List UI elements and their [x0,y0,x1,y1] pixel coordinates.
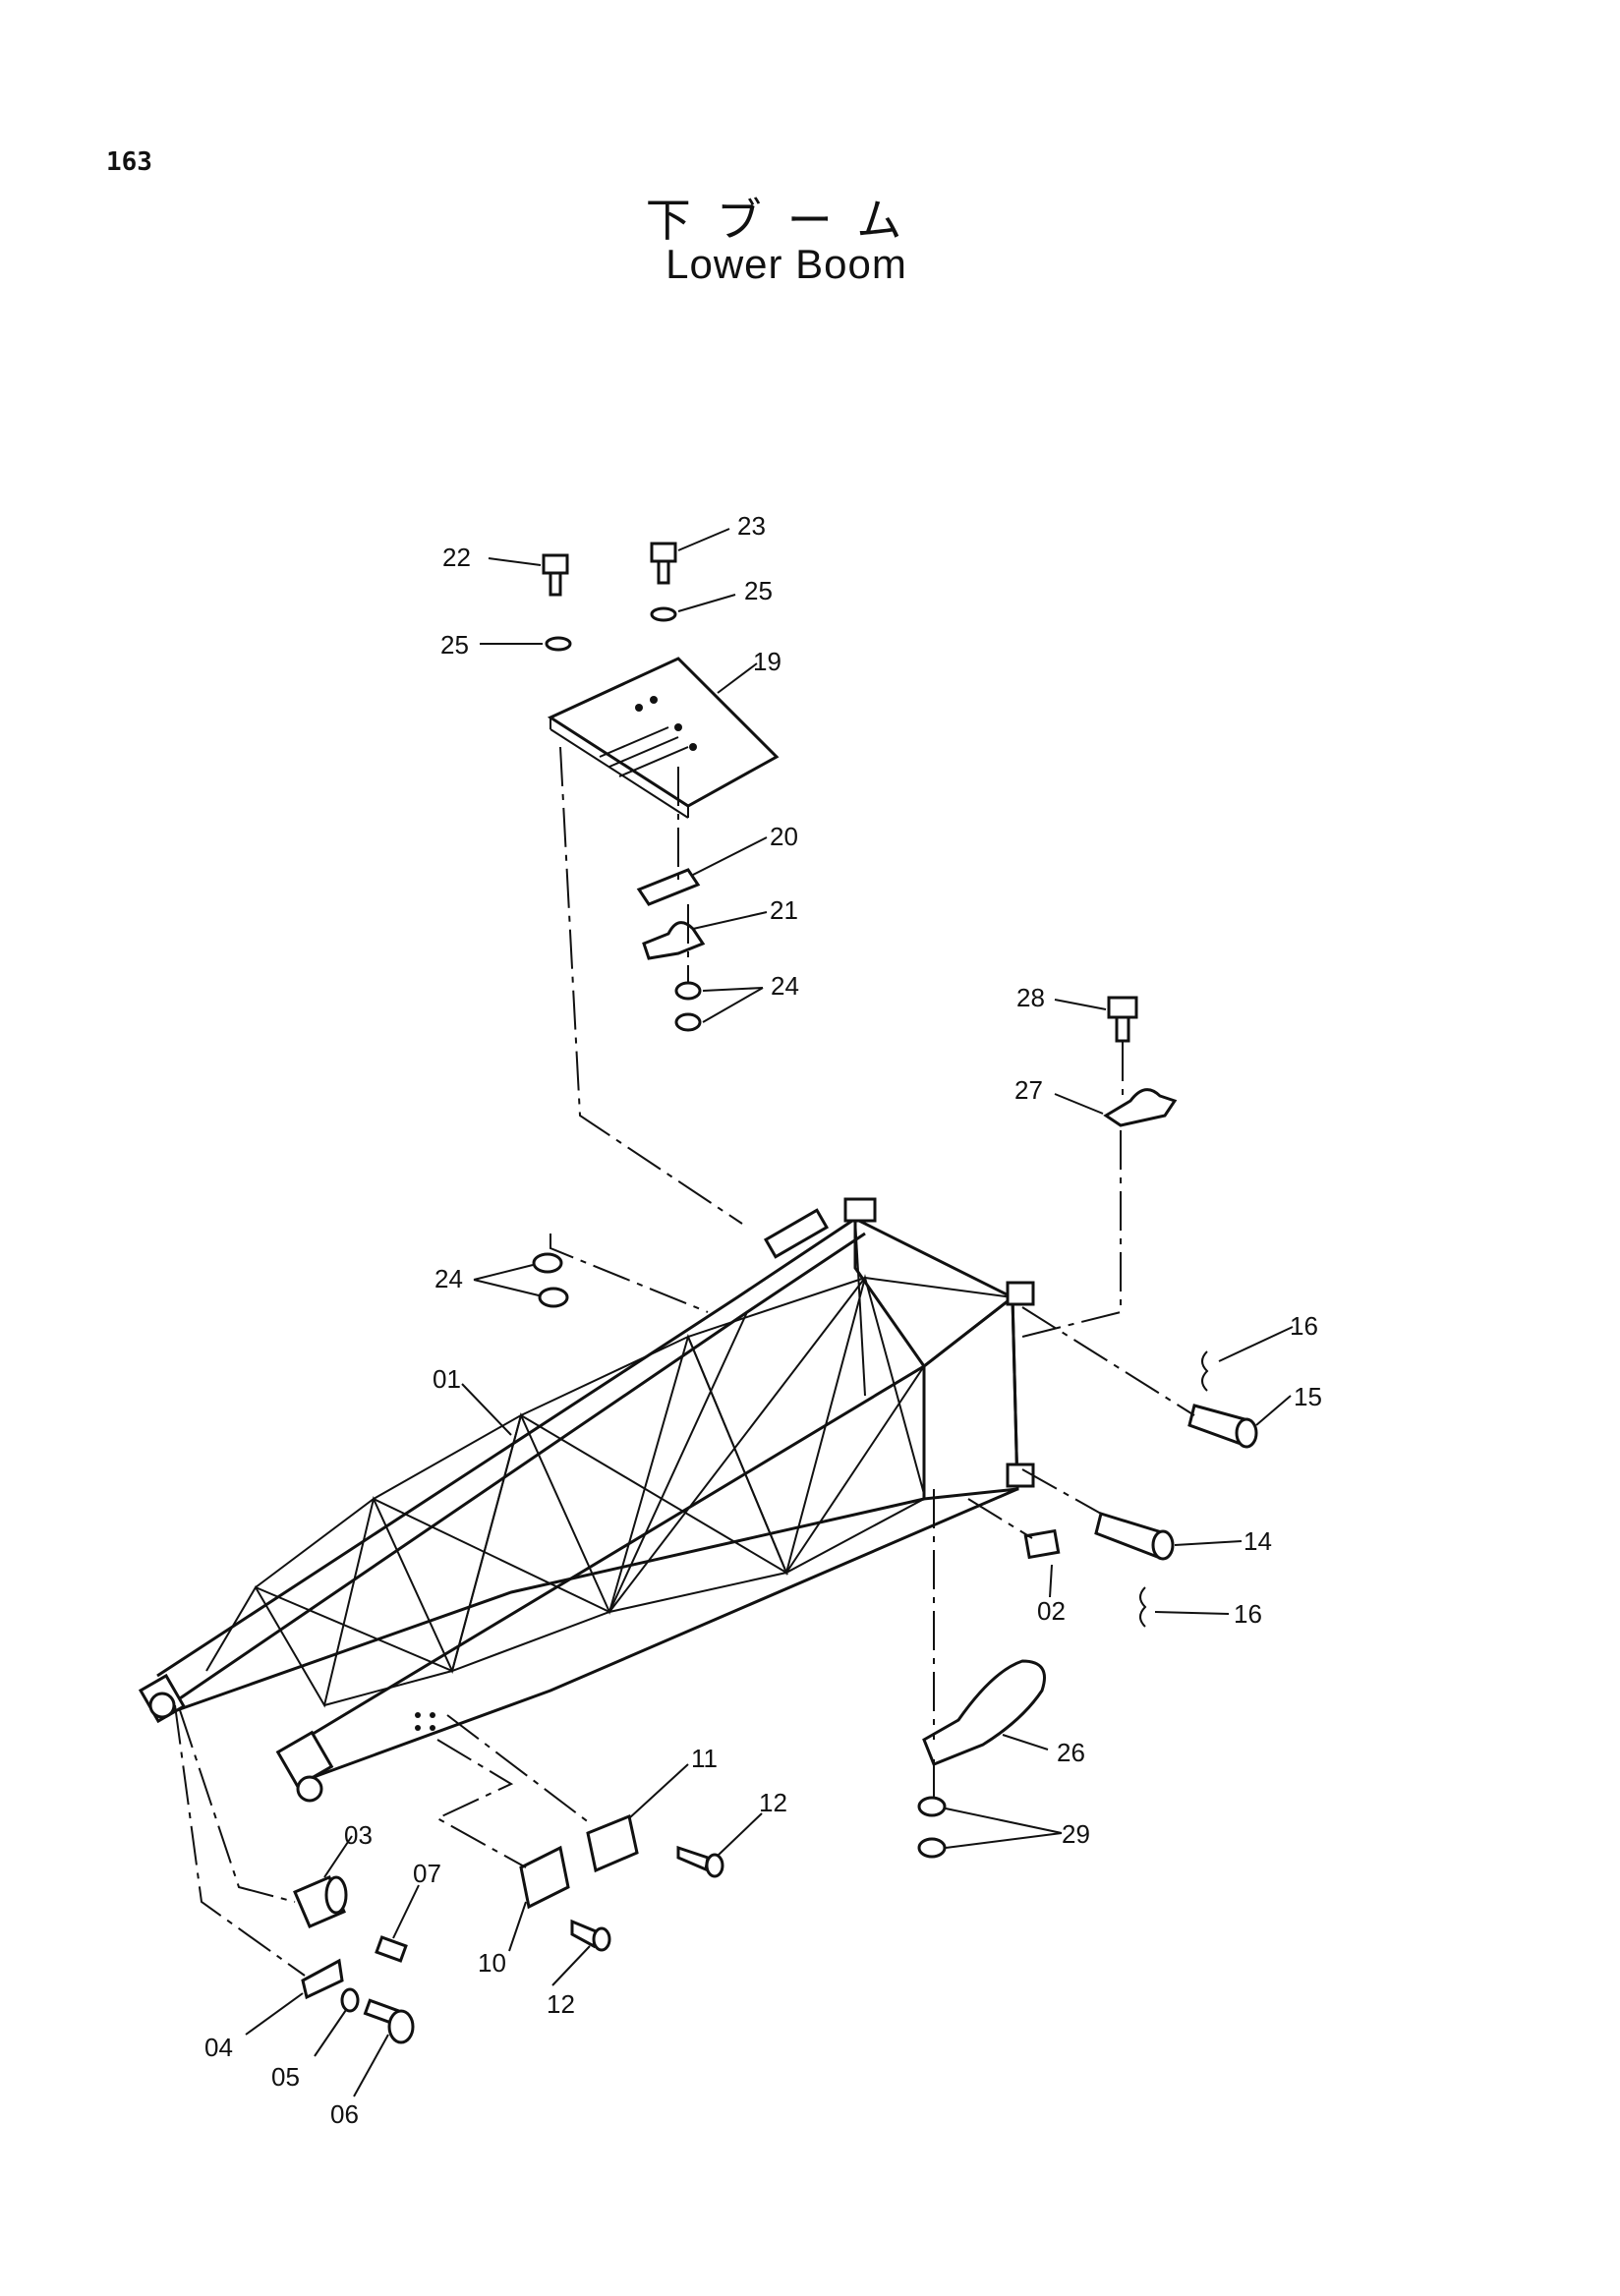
title-japanese: 下ブーム [645,194,928,247]
bolt-06 [363,1998,415,2044]
callout-23: 23 [737,511,766,541]
nut-24-left-b [538,1287,569,1308]
callout-leaders [245,528,1294,2097]
callout-02: 02 [1037,1596,1066,1626]
callout-27: 27 [1014,1075,1043,1105]
callout-01: 01 [433,1364,461,1394]
nameplate-02 [1023,1528,1061,1560]
callout-24-left: 24 [434,1264,463,1293]
callout-26: 26 [1057,1738,1085,1767]
callout-06: 06 [330,2099,359,2129]
callout-labels: 22 23 25 25 19 20 21 24 24 01 28 27 16 1… [204,511,1322,2129]
grease-fitting-07 [375,1935,408,1963]
callout-20: 20 [770,822,798,851]
callout-04: 04 [204,2033,233,2062]
nut-24-upper-b [674,1012,702,1032]
callout-22: 22 [442,543,471,572]
callout-14: 14 [1244,1526,1272,1556]
washer-05 [340,1987,360,2013]
plate-10 [519,1845,570,1910]
callout-25-left: 25 [440,630,469,660]
callout-25-right: 25 [744,576,773,605]
pin-15 [1187,1404,1258,1449]
nut-24-upper-a [674,981,702,1001]
guard-26 [922,1659,1046,1766]
callout-24-upper: 24 [771,971,799,1001]
callout-29: 29 [1062,1819,1090,1849]
bolt-23 [650,542,677,585]
title-english: Lower Boom [665,241,907,287]
screw-12-lower [570,1919,611,1952]
washer-25-left [545,636,572,652]
callout-16-upper: 16 [1290,1311,1318,1341]
callout-16-lower: 16 [1234,1599,1262,1629]
callout-03: 03 [344,1820,373,1850]
washer-25-right [650,606,677,622]
clamp-27 [1103,1088,1178,1127]
plate-19 [547,657,780,819]
page-number: 163 [106,147,152,177]
screw-12-upper [676,1845,724,1878]
callout-12-upper: 12 [759,1788,787,1817]
nut-29-a [917,1796,947,1817]
plate-04 [301,1958,344,2000]
callout-28: 28 [1016,983,1045,1012]
callout-19: 19 [753,647,781,676]
callout-07: 07 [413,1859,441,1888]
callout-05: 05 [271,2062,300,2092]
pin-14 [1094,1512,1175,1561]
block-20 [636,868,701,906]
callout-11: 11 [691,1744,718,1773]
assembly-lines [174,746,1195,1977]
lower-boom-frame [138,1197,1035,1803]
callout-10: 10 [478,1948,506,1978]
bushing-03 [293,1875,348,1928]
bolt-28 [1107,996,1138,1043]
clip-16-upper [1201,1350,1209,1392]
nut-24-left-a [532,1252,563,1274]
callout-12-lower: 12 [547,1989,575,2019]
clip-16-lower [1139,1586,1147,1628]
bolt-22 [542,553,569,597]
callout-21: 21 [770,895,798,925]
plate-11 [586,1813,639,1873]
callout-15: 15 [1294,1382,1322,1411]
nut-29-b [917,1837,947,1859]
